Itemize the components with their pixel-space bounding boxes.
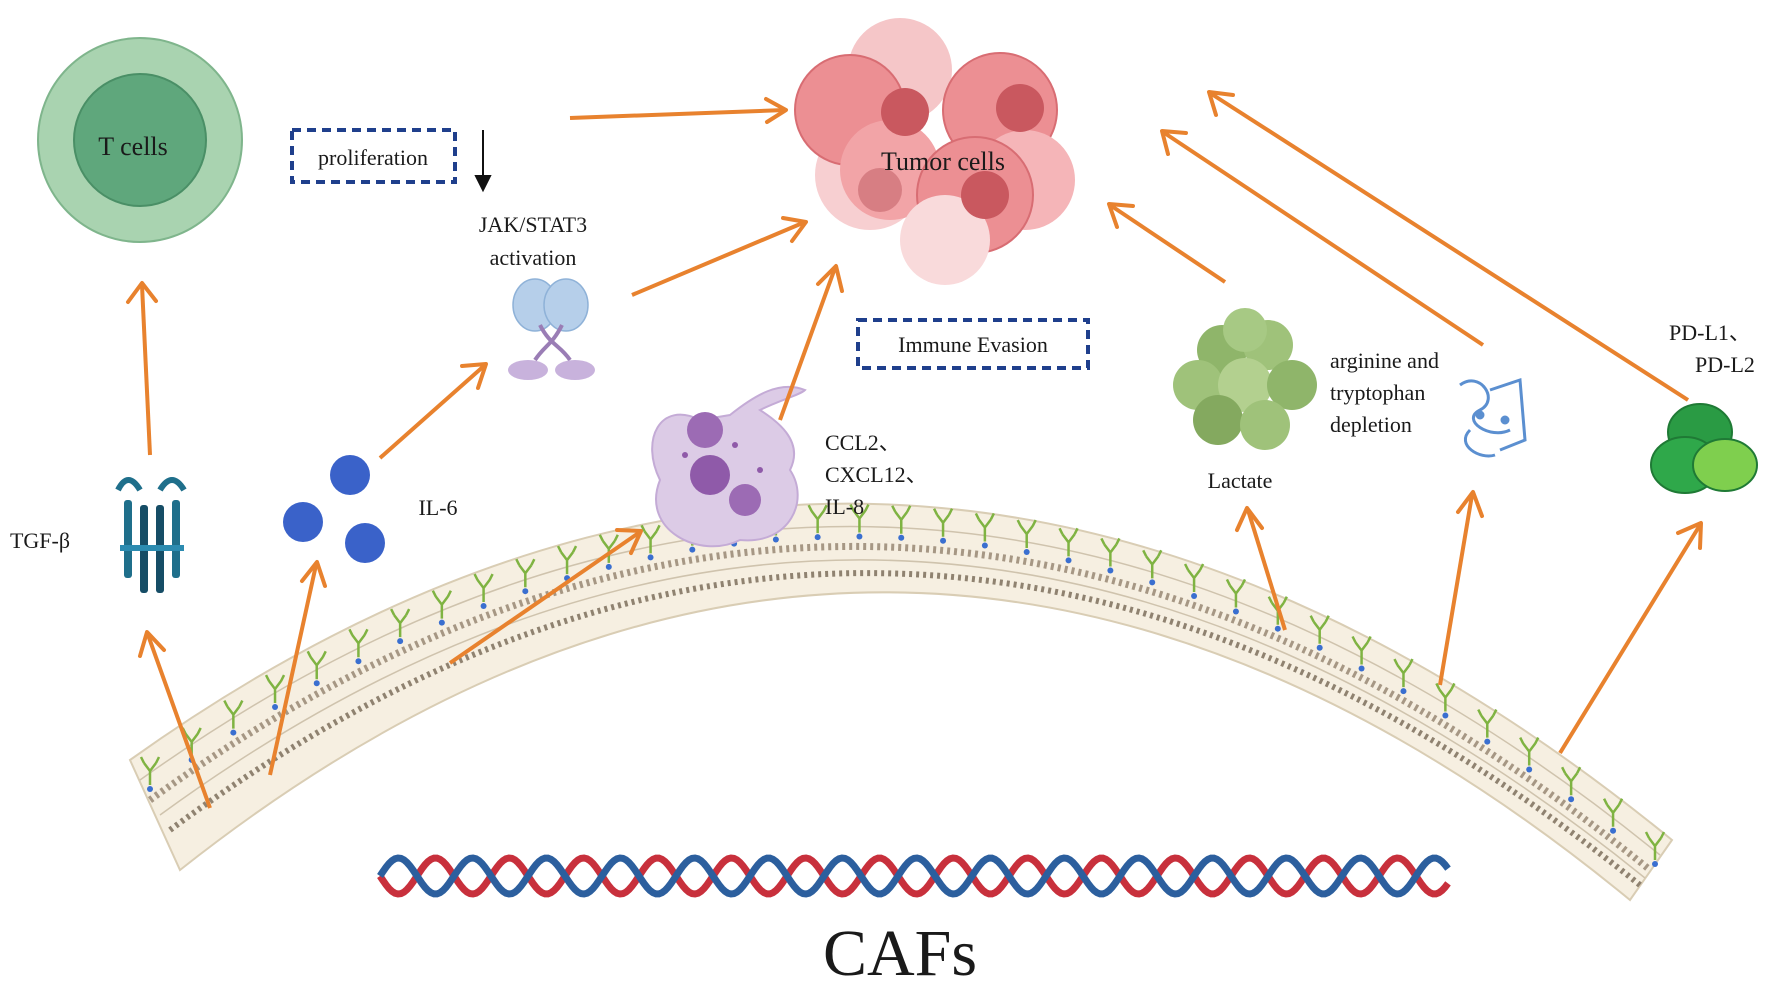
protein-icon: [1459, 377, 1527, 458]
arrow-tgf-to-tcells: [126, 281, 158, 456]
pd-l-cells-icon: [1650, 403, 1758, 494]
dna-helix-icon: [377, 854, 1451, 898]
arrow-macrophage-to-tumor: [778, 264, 844, 421]
tumor-cells-label: Tumor cells: [881, 147, 1005, 176]
il6-label: IL-6: [418, 495, 457, 520]
jak-stat3-label-line2: activation: [490, 245, 577, 270]
arginine-label-line3: depletion: [1330, 412, 1412, 437]
arginine-label-line2: tryptophan: [1330, 380, 1425, 405]
ccl2-label-line3: IL-8: [825, 494, 864, 519]
arrow-jak-to-tumor: [631, 216, 808, 297]
arginine-label-line1: arginine and: [1330, 348, 1439, 373]
pdl-label-line2: PD-L2: [1695, 352, 1755, 377]
macrophage-icon: [651, 385, 807, 548]
cell-membrane-icon: [128, 502, 1674, 902]
arrow-caf-to-il6: [268, 560, 327, 776]
arrow-caf-to-pdl: [1558, 521, 1703, 755]
arrows: [126, 90, 1703, 809]
tumor-cells-icon: [794, 18, 1075, 285]
cafs-title: CAFs: [823, 917, 977, 982]
tgf-beta-label: TGF-β: [10, 528, 70, 553]
arrow-proliferation-to-tumor: [569, 97, 788, 124]
arrow-protein-to-tumor: [1160, 129, 1485, 347]
immune-evasion-label: Immune Evasion: [898, 332, 1048, 357]
down-arrow-icon: [474, 130, 492, 193]
proliferation-label: proliferation: [318, 145, 428, 170]
t-cell-icon: [37, 37, 243, 243]
tgf-beta-receptor-icon: [115, 477, 187, 593]
arrow-il6-to-jak: [378, 362, 488, 460]
ccl2-label-line2: CXCL12、: [825, 462, 928, 487]
arrow-pdl-to-tumor: [1207, 90, 1690, 402]
arrow-lactate-to-tumor: [1107, 202, 1227, 284]
pdl-label-line1: PD-L1、: [1669, 320, 1751, 345]
jak-stat3-label-line1: JAK/STAT3: [479, 212, 587, 237]
arrow-caf-to-protein: [1438, 490, 1484, 686]
lactate-label: Lactate: [1208, 468, 1273, 493]
immune-evasion-box: [856, 318, 1090, 370]
proliferation-box: [290, 128, 457, 184]
jak-stat3-receptor-icon: [508, 278, 595, 380]
lactate-icon: [1173, 308, 1317, 450]
ccl2-label-line1: CCL2、: [825, 430, 901, 455]
il6-molecules-icon: [283, 455, 385, 563]
arrow-caf-to-lactate: [1235, 506, 1287, 631]
arrow-caf-to-tgf: [138, 630, 212, 809]
arrow-caf-to-macrophage: [448, 528, 643, 665]
t-cells-label: T cells: [98, 132, 168, 161]
